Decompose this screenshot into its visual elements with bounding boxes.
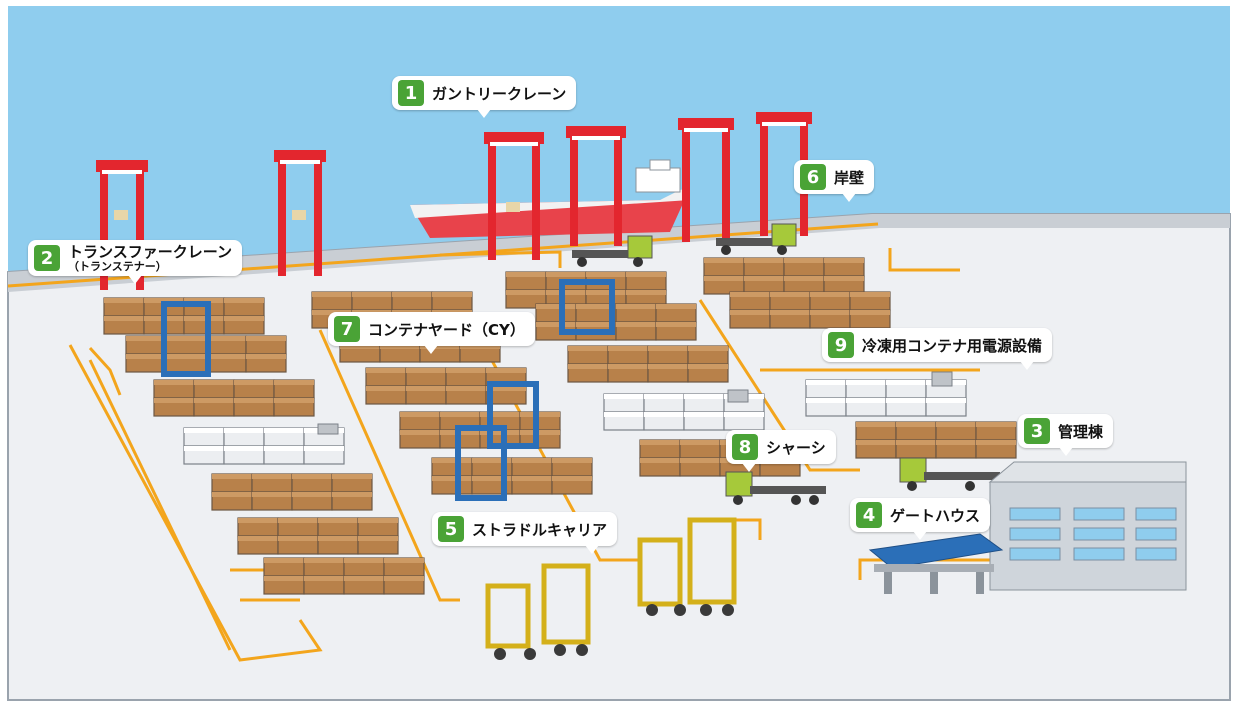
number-badge: 7: [334, 316, 360, 342]
transfer-cranes: [161, 279, 615, 501]
callout-gantry-crane: 1 ガントリークレーン: [392, 76, 577, 118]
callout-label: シャーシ: [766, 438, 826, 457]
callout-label: 岸壁: [834, 168, 865, 187]
callout-quay: 6 岸壁: [794, 160, 875, 202]
callout-label: 冷凍用コンテナ用電源設備: [862, 336, 1043, 355]
management-building: [988, 461, 1187, 591]
number-badge: 5: [438, 516, 464, 542]
straddle-carriers: [485, 517, 737, 649]
gantry-cranes: [96, 112, 812, 290]
number-badge: 6: [800, 164, 826, 190]
callout-transfer-crane: 2 トランスファークレーン （トランステナー）: [28, 240, 242, 284]
callout-label: 管理棟: [1058, 422, 1104, 441]
gate-house: [868, 533, 1004, 594]
callout-label: トランスファークレーン: [68, 243, 232, 261]
callout-straddle-carrier: 5 ストラドルキャリア: [432, 512, 618, 554]
callout-gate-house: 4 ゲートハウス: [850, 498, 991, 540]
callout-sublabel: （トランステナー）: [68, 260, 167, 273]
callout-label: ゲートハウス: [890, 506, 981, 525]
number-badge: 4: [856, 502, 882, 528]
callout-management-building: 3 管理棟: [1018, 414, 1114, 456]
callout-reefer-power: 9 冷凍用コンテナ用電源設備: [822, 328, 1053, 370]
callout-chassis: 8 シャーシ: [726, 430, 836, 472]
number-badge: 3: [1024, 418, 1050, 444]
quay-wall: [8, 214, 1230, 292]
chassis-trucks: [572, 223, 1000, 505]
number-badge: 1: [398, 80, 424, 106]
callout-label: ガントリークレーン: [432, 84, 567, 103]
callout-label: ストラドルキャリア: [472, 520, 608, 539]
number-badge: 2: [34, 245, 60, 271]
number-badge: 9: [828, 332, 854, 358]
number-badge: 8: [732, 434, 758, 460]
yard-lanes: [68, 248, 1002, 662]
callout-container-yard: 7 コンテナヤード（CY）: [328, 312, 535, 354]
callout-label: コンテナヤード（CY）: [368, 320, 525, 339]
reefer-power-stands: [317, 371, 953, 435]
